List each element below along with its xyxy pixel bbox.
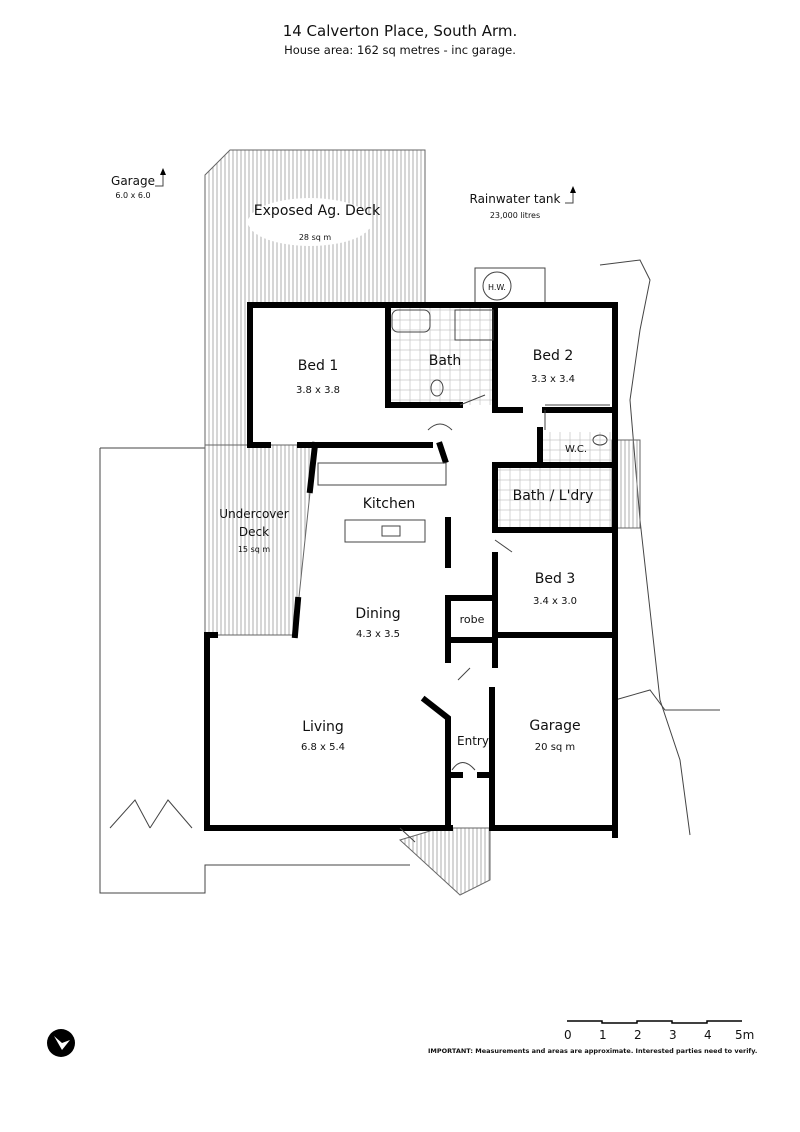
svg-text:Rainwater tank: Rainwater tank <box>470 192 561 206</box>
entry-steps <box>399 827 491 896</box>
svg-text:6.8 x 5.4: 6.8 x 5.4 <box>301 742 345 753</box>
svg-text:3.3 x 3.4: 3.3 x 3.4 <box>531 374 575 385</box>
room-garage: Garage <box>529 718 580 734</box>
room-kitchen: Kitchen <box>363 496 416 512</box>
svg-text:Garage: Garage <box>111 174 155 188</box>
svg-text:20 sq m: 20 sq m <box>535 742 575 753</box>
svg-text:23,000 litres: 23,000 litres <box>490 211 540 220</box>
plan-title: 14 Calverton Place, South Arm. <box>282 22 518 40</box>
room-bed2: Bed 2 <box>533 348 573 364</box>
kitchen-bench <box>317 462 447 486</box>
scale-tick: 4 <box>704 1028 712 1042</box>
svg-text:3.4 x 3.0: 3.4 x 3.0 <box>533 596 577 607</box>
compass-logo-icon <box>47 1029 75 1057</box>
svg-text:15 sq m: 15 sq m <box>238 545 271 554</box>
hot-water-icon <box>482 271 512 301</box>
svg-text:4.3 x 3.5: 4.3 x 3.5 <box>356 629 400 640</box>
room-living: Living <box>302 719 344 735</box>
room-bed1: Bed 1 <box>298 358 338 374</box>
toilet <box>430 379 444 397</box>
arrow-up-icon <box>160 168 166 175</box>
room-entry: Entry <box>457 734 489 748</box>
scale-tick: 5m <box>735 1028 755 1042</box>
scale-tick: 2 <box>634 1028 642 1042</box>
disclaimer-note: IMPORTANT: Measurements and areas are ap… <box>428 1047 758 1055</box>
room-bed3: Bed 3 <box>535 571 575 587</box>
walls <box>204 302 618 838</box>
room-exposed-deck-size: 28 sq m <box>299 233 332 242</box>
svg-text:3.8 x 3.8: 3.8 x 3.8 <box>296 385 340 396</box>
arrow-up-icon <box>570 186 576 193</box>
kitchen-island <box>344 519 426 543</box>
room-dining: Dining <box>355 606 400 622</box>
annotation-garage-offsite: Garage 6.0 x 6.0 <box>111 168 166 200</box>
bathtub <box>391 309 431 333</box>
room-exposed-deck: Exposed Ag. Deck <box>254 203 381 219</box>
scale-tick: 3 <box>669 1028 677 1042</box>
plan-subtitle: House area: 162 sq metres - inc garage. <box>284 43 516 57</box>
room-undercover-deck: Undercover <box>219 507 288 521</box>
hot-water-label: H.W. <box>488 283 506 292</box>
scale-tick: 1 <box>599 1028 607 1042</box>
site-boundary <box>99 259 720 894</box>
laundry-tiles <box>498 468 612 528</box>
svg-text:Deck: Deck <box>239 525 269 539</box>
shower <box>454 309 494 341</box>
svg-text:6.0 x 6.0: 6.0 x 6.0 <box>115 191 150 200</box>
room-bath: Bath <box>429 353 462 369</box>
scale-bar <box>567 1020 742 1024</box>
room-robe: robe <box>460 613 485 626</box>
room-bath-laundry: Bath / L'dry <box>513 488 594 504</box>
room-wc: W.C. <box>565 444 587 455</box>
scale-tick: 0 <box>564 1028 572 1042</box>
annotation-rainwater-tank: Rainwater tank 23,000 litres <box>470 186 576 220</box>
